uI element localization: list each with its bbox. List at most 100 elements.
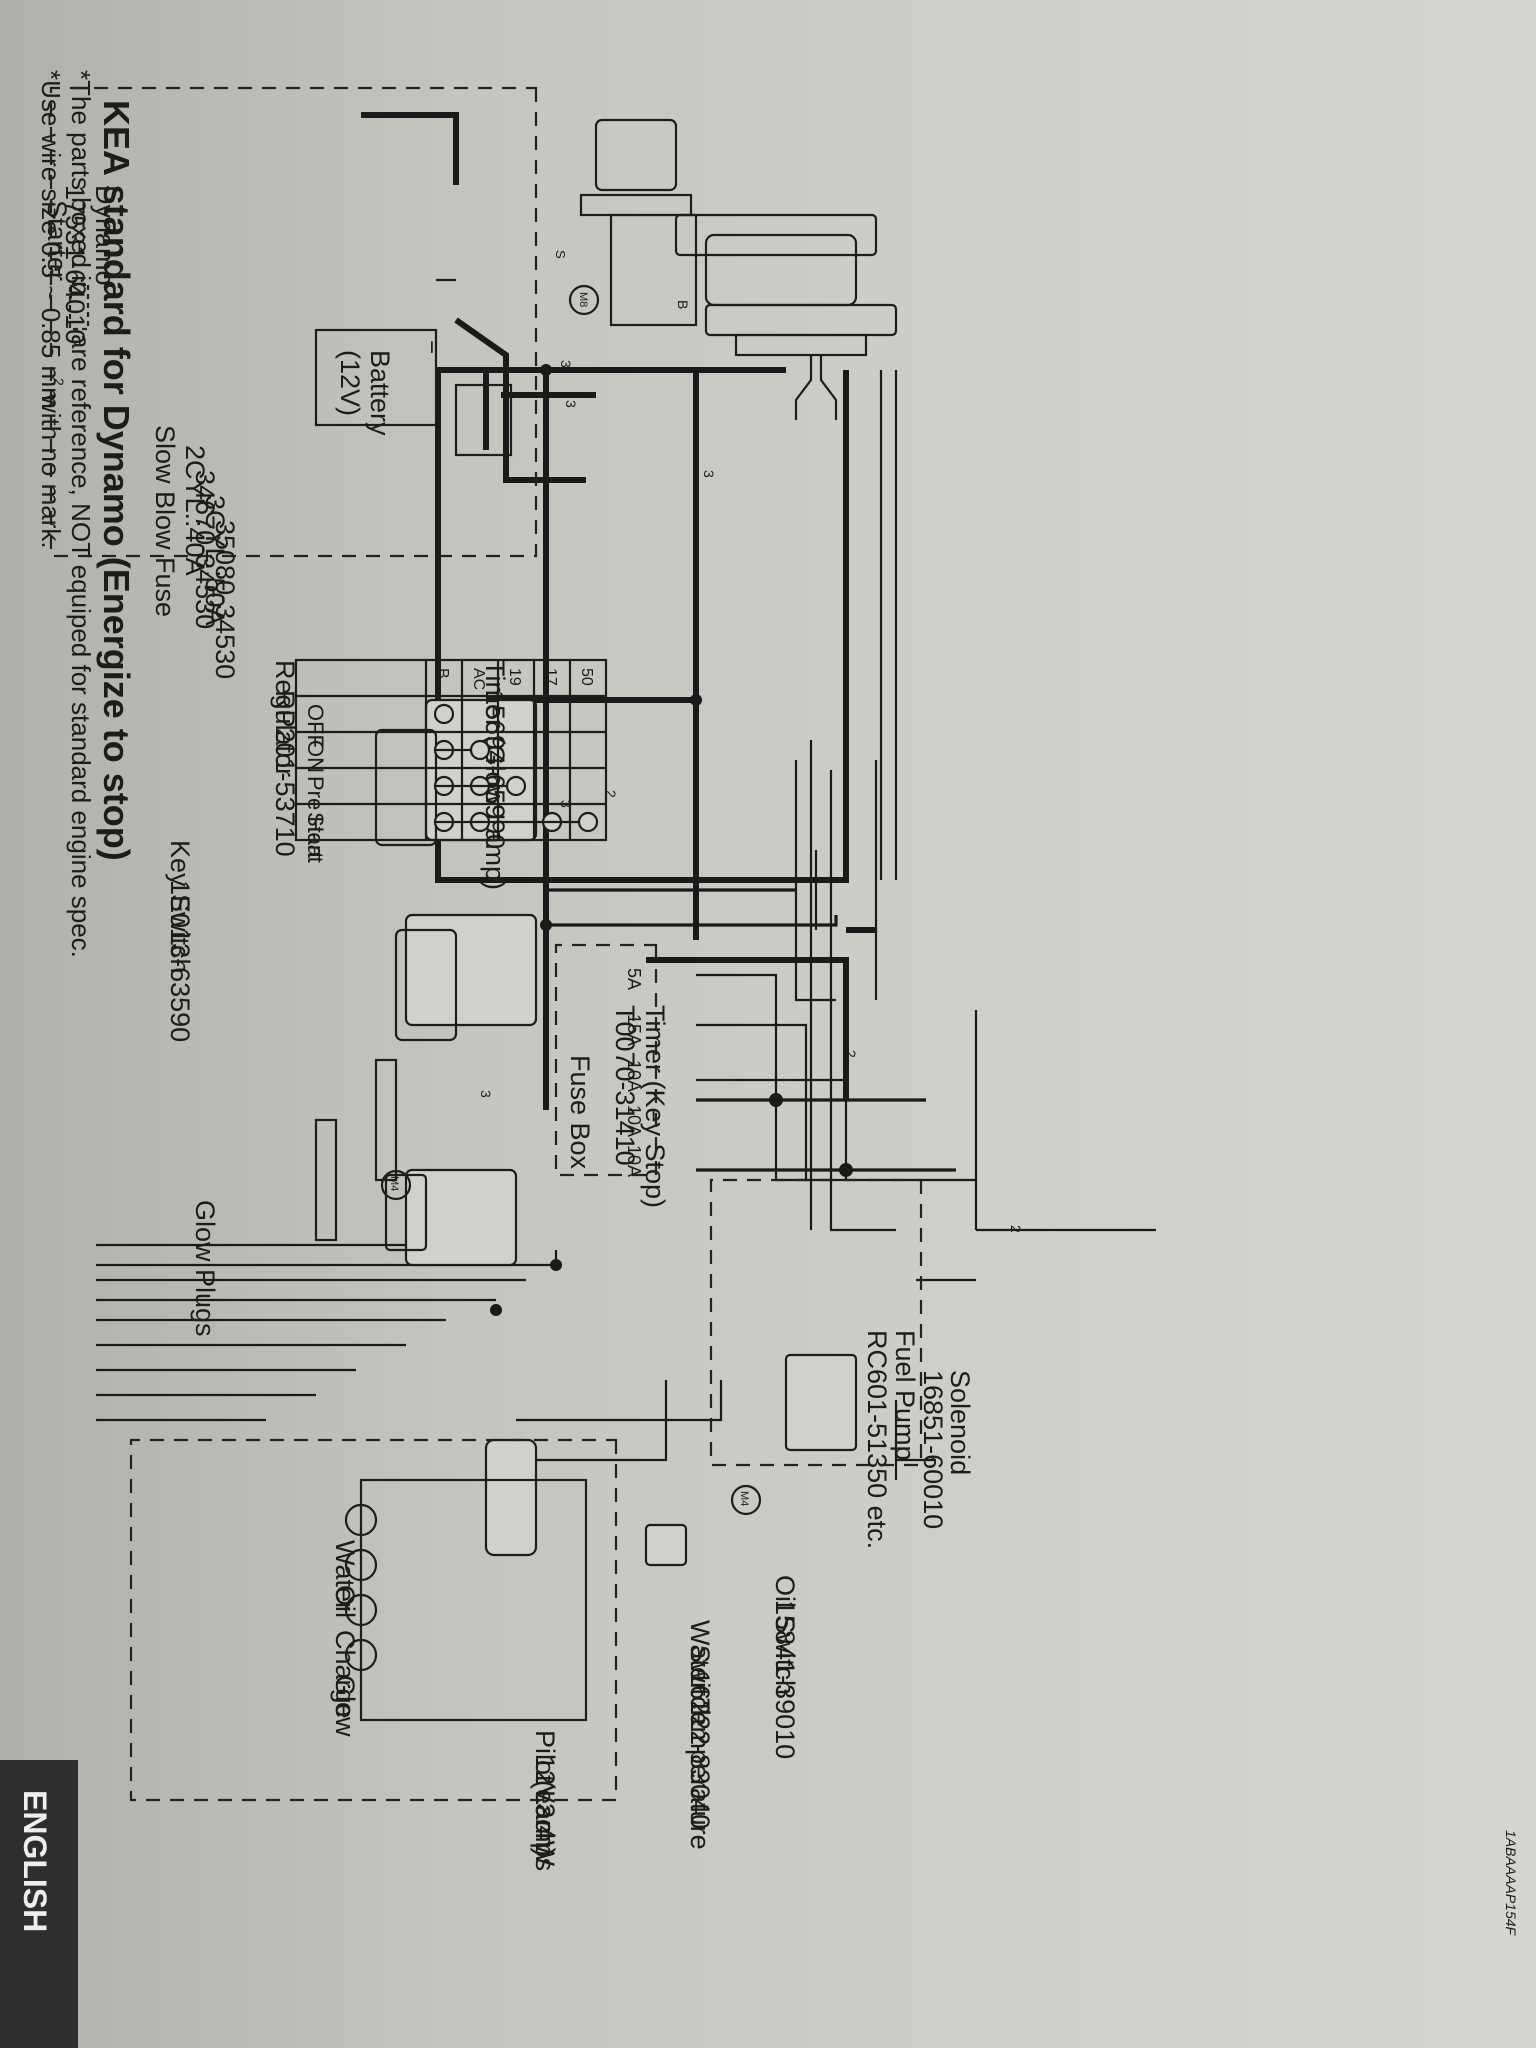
svg-text:Fuel Pump: Fuel Pump — [890, 1330, 920, 1461]
footnote-superscript: 2 — [51, 378, 67, 386]
oil-switch: M4 Oil Switch 15841-39010 — [730, 1484, 800, 1759]
svg-text:Pilot Lamps: Pilot Lamps — [530, 1730, 560, 1871]
wire-gauge-marks: 3 3 3 3 2 2 3 2 — [478, 360, 1024, 1233]
lamp-charge: Charge — [330, 1593, 378, 1719]
dynamo-part: 17531-64010 — [60, 185, 90, 344]
pilot-lamp-panel — [359, 1478, 588, 1722]
svg-text:T0070-31410: T0070-31410 — [610, 1005, 640, 1166]
pilot-lamps: Water Oil Charge Glow Pilot Lamps 12V3.4… — [330, 1478, 588, 1871]
battery-name: Battery — [365, 350, 395, 436]
glow-plugs: M4 Glow Plugs — [190, 1058, 412, 1337]
svg-text:Solenoid: Solenoid — [945, 1370, 975, 1475]
reference-box-pilot-lamps — [129, 1438, 618, 1802]
svg-text:15841-39010: 15841-39010 — [770, 1600, 800, 1759]
svg-text:12V3.4W: 12V3.4W — [530, 1755, 560, 1867]
footnote-1b: are reference, NOT equiped for standard … — [66, 334, 96, 958]
key-switch-contact — [505, 775, 527, 797]
svg-text:Switch: Switch — [685, 1645, 715, 1725]
key-switch-position-label: OFF — [303, 704, 328, 748]
glow-plug — [314, 1118, 338, 1242]
lamp-glow: Glow — [330, 1638, 378, 1737]
language-tab — [0, 1760, 78, 2048]
key-switch-column-header: 17 — [542, 668, 559, 686]
svg-text:Oil: Oil — [330, 1585, 360, 1618]
fuel-pump-body — [784, 1353, 858, 1452]
gauge-mark: 2 — [843, 1050, 859, 1058]
svg-text:3CYL.:50A: 3CYL.:50A — [200, 495, 230, 626]
glow-plug — [374, 1058, 398, 1182]
timer-key-body — [404, 1168, 518, 1267]
svg-text:2CYL.:40A: 2CYL.:40A — [180, 445, 210, 576]
slow-blow-fuse-body — [454, 383, 513, 457]
fuse-box: 5A 15A 10A 10A 10A Fuse Box — [565, 968, 644, 1177]
starter: B S M8 Starter — [42, 118, 698, 327]
footnote-1a: *The parts boxed in — [66, 70, 96, 295]
svg-text:Timer (Glow Lamp): Timer (Glow Lamp) — [480, 660, 510, 890]
slow-blow-fuse: Slow Blow Fuse 2CYL.:40A 34670-34530 3CY… — [150, 383, 513, 679]
key-switch-contact — [577, 811, 599, 833]
language-tab-label: ENGLISH — [17, 1790, 53, 1932]
svg-text:Charge: Charge — [330, 1630, 360, 1719]
svg-text:10A: 10A — [624, 1145, 644, 1177]
starter-solenoid-body — [594, 118, 678, 192]
key-switch-column-header: B — [434, 668, 451, 679]
battery-ground-wire — [361, 112, 459, 185]
dynamo-name: Dynamo — [90, 185, 120, 286]
svg-text:B: B — [675, 300, 691, 309]
timer-glow-connector — [394, 928, 458, 1042]
gauge-mark: 3 — [478, 1090, 494, 1098]
key-switch-column-header: 50 — [578, 668, 595, 686]
svg-text:10A: 10A — [624, 1060, 644, 1092]
svg-text:Fuse Box: Fuse Box — [565, 1055, 595, 1170]
svg-text:(each): (each) — [530, 1780, 560, 1857]
wires — [96, 112, 1156, 1480]
key-switch-table — [294, 658, 608, 842]
svg-text:10A: 10A — [624, 1105, 644, 1137]
gauge-mark: 3 — [701, 470, 717, 478]
svg-text:Oil Switch: Oil Switch — [770, 1575, 800, 1695]
key-switch-position-label: Start — [303, 812, 328, 858]
gauge-mark: 2 — [1008, 1225, 1024, 1233]
svg-text:Slow Blow Fuse: Slow Blow Fuse — [150, 425, 180, 617]
reference-box-sample — [68, 283, 90, 331]
svg-text:Timer (Key Stop): Timer (Key Stop) — [640, 1005, 670, 1208]
starter-bolt — [568, 284, 600, 316]
dynamo-pulley — [674, 213, 878, 257]
gauge-mark: 2 — [603, 790, 619, 798]
reference-box-fuel-pump — [709, 1178, 923, 1467]
svg-text:S: S — [553, 250, 568, 259]
gauge-mark: 3 — [563, 400, 579, 408]
svg-text:RC601-51350 etc.: RC601-51350 etc. — [862, 1330, 892, 1549]
key-switch-contact — [433, 703, 455, 725]
svg-text:34670-34530: 34670-34530 — [190, 470, 220, 629]
svg-text:M8: M8 — [577, 292, 589, 307]
svg-text:5A: 5A — [624, 968, 644, 990]
svg-text:Key Switch: Key Switch — [165, 840, 195, 974]
svg-text:M4: M4 — [388, 1176, 400, 1191]
fuel-pump: Fuel Pump RC601-51350 etc. — [784, 1330, 920, 1549]
svg-text:16851-60010: 16851-60010 — [918, 1370, 948, 1529]
water-temperature-switch: Water Temperature Switch 16222-83040 — [644, 1523, 715, 1850]
page-title: KEA standard for Dynamo (Energize to sto… — [96, 100, 137, 861]
fuse-box-outline — [554, 943, 658, 1177]
svg-text:−: − — [418, 340, 445, 354]
water-temp-switch-body — [644, 1523, 688, 1567]
svg-text:1E013-63590: 1E013-63590 — [165, 880, 195, 1042]
oil-switch-terminal — [730, 1484, 762, 1516]
svg-text:M4: M4 — [738, 1491, 750, 1506]
dynamo: Dynamo 17531-64010 — [60, 185, 898, 420]
battery: − Battery (12V) — [314, 328, 445, 436]
svg-text:Glow Plugs: Glow Plugs — [190, 1200, 220, 1337]
timer-glow-body — [404, 913, 538, 1027]
key-switch-position-label: Pre Heat — [303, 776, 328, 863]
battery-voltage: (12V) — [335, 350, 365, 416]
doc-code: 1ABAAAAP154F — [1503, 1830, 1519, 1937]
battery-body — [314, 328, 438, 427]
junctions — [490, 364, 853, 1316]
solenoid: Solenoid 16851-60010 — [484, 1370, 975, 1557]
key-switch-column-header: AC — [470, 668, 487, 690]
svg-text:Glow: Glow — [330, 1675, 360, 1737]
lamp-water: Water — [330, 1503, 378, 1611]
